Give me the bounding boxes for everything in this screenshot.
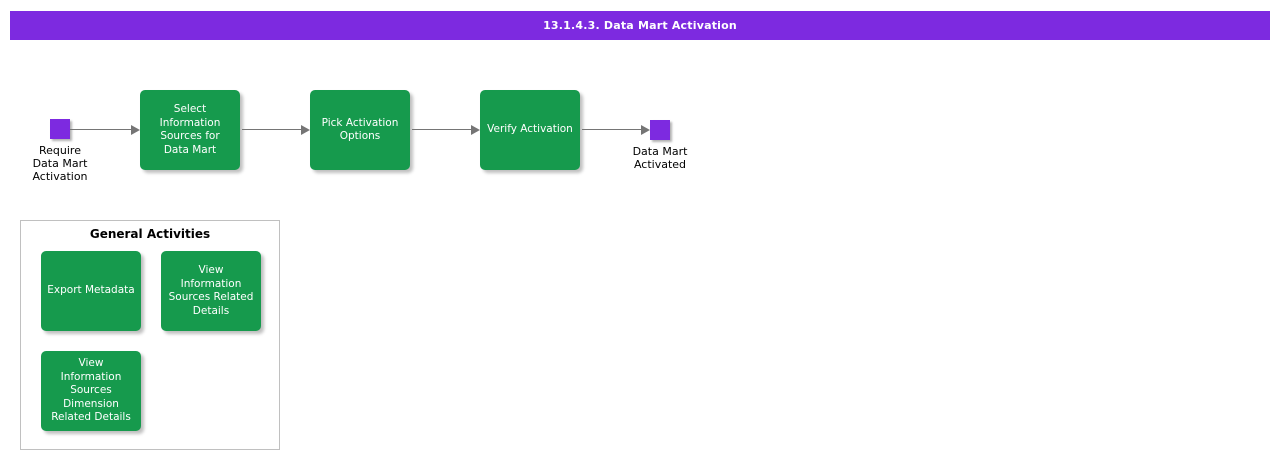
activity-view-information-sources-dimension-related-details[interactable]: View Information Sources Dimension Relat… xyxy=(41,351,141,431)
activity-export-metadata[interactable]: Export Metadata xyxy=(41,251,141,331)
activity-select-information-sources-for-data-mart[interactable]: Select Information Sources for Data Mart xyxy=(140,90,240,170)
activity-pick-activation-options[interactable]: Pick Activation Options xyxy=(310,90,410,170)
end-event-label: Data Mart Activated xyxy=(632,145,688,171)
start-event-label: Require Data Mart Activation xyxy=(32,144,88,183)
flow-arrowhead-icon-3 xyxy=(471,125,480,135)
flow-arrow-line-3 xyxy=(412,129,472,130)
start-event-square xyxy=(50,119,70,139)
flow-arrowhead-icon-4 xyxy=(641,125,650,135)
general-activities-group: General Activities Export Metadata View … xyxy=(20,220,280,450)
activity-verify-activation[interactable]: Verify Activation xyxy=(480,90,580,170)
diagram-title: 13.1.4.3. Data Mart Activation xyxy=(543,19,737,32)
end-event-square xyxy=(650,120,670,140)
general-activities-title: General Activities xyxy=(89,227,211,241)
flow-arrow-line-1 xyxy=(70,129,132,130)
diagram-title-bar: 13.1.4.3. Data Mart Activation xyxy=(10,11,1270,40)
flow-arrowhead-icon-1 xyxy=(131,125,140,135)
flow-arrow-line-2 xyxy=(242,129,302,130)
activity-view-information-sources-related-details[interactable]: View Information Sources Related Details xyxy=(161,251,261,331)
flow-arrow-line-4 xyxy=(582,129,642,130)
flow-arrowhead-icon-2 xyxy=(301,125,310,135)
